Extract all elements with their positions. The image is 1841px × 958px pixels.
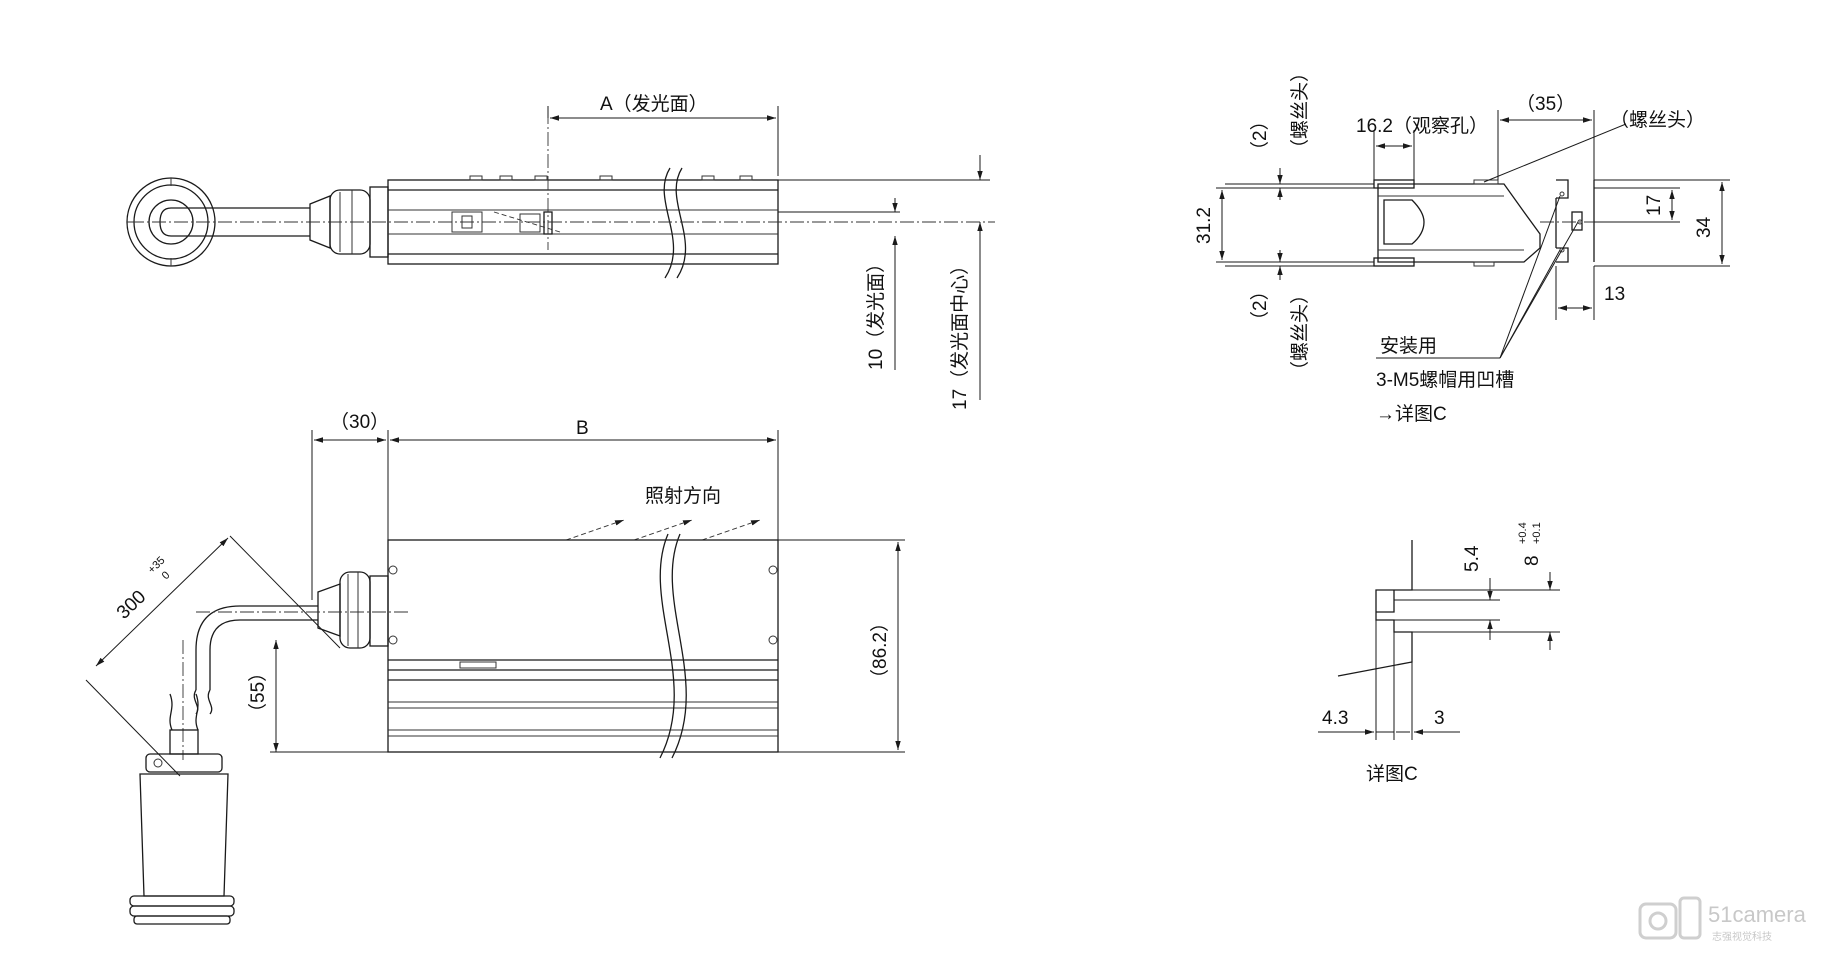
dim-34: 34 xyxy=(1594,179,1730,267)
label-dim-4-3: 4.3 xyxy=(1322,708,1348,729)
label-height-86-2: （86.2） xyxy=(869,613,891,688)
connector-plug xyxy=(129,729,235,925)
label-cable-30: （30） xyxy=(330,411,389,433)
label-dim-31-2: 31.2 xyxy=(1194,207,1215,244)
label-detail-c: 详图C xyxy=(1366,763,1418,785)
dim-17: 17 xyxy=(1594,187,1680,223)
break-line-front xyxy=(659,533,675,759)
dim-31-2: 31.2 xyxy=(1194,187,1374,263)
watermark-brand: 51camera xyxy=(1708,902,1807,927)
label-dim-34: 34 xyxy=(1694,216,1715,238)
housing-top xyxy=(387,175,779,265)
front-view: （30） B 照射方向 xyxy=(85,411,905,925)
label-cable-55: （55） xyxy=(247,663,269,722)
label-dim-3: 3 xyxy=(1434,708,1445,729)
dim-screw-head-left: （2） （螺丝头） （2） （螺丝头） xyxy=(1225,63,1374,380)
side-view: （2） （螺丝头） （2） （螺丝头） 31.2 16.2（观察孔） （35） xyxy=(1194,63,1730,425)
dim-13: 13 xyxy=(1555,266,1625,320)
dim-86-2: （86.2） xyxy=(778,539,905,753)
label-irradiation-direction: 照射方向 xyxy=(645,485,721,507)
watermark: 51camera 志强视觉科技 xyxy=(1638,896,1807,943)
top-bumps xyxy=(469,175,753,181)
mount-notes: 安装用 3-M5螺帽用凹槽 →详图C xyxy=(1376,195,1579,425)
label-screw-head-bottom-num: （2） xyxy=(1249,281,1271,330)
side-profile xyxy=(1373,179,1541,267)
top-view: A（发光面） 10（发光面） 17（发光面中心） xyxy=(126,93,995,410)
label-emitting-face-a: A（发光面） xyxy=(600,93,708,115)
dim-30-b: （30） B xyxy=(311,411,779,600)
label-screw-head-top-txt: （螺丝头） xyxy=(1289,63,1311,158)
label-dim-35: （35） xyxy=(1516,93,1575,115)
label-tol-8-lower: +0.1 xyxy=(1531,522,1543,544)
dim-a: A（发光面） xyxy=(547,93,779,176)
label-mount-note-2: 3-M5螺帽用凹槽 xyxy=(1376,369,1514,391)
callout-screw-head: （螺丝头） xyxy=(1483,109,1705,183)
label-dim-17: 17 xyxy=(1644,195,1665,216)
label-length-b: B xyxy=(576,418,589,439)
dim-16-2: 16.2（观察孔） xyxy=(1356,115,1488,180)
detail-c: 5.4 8 +0.4 +0.1 4.3 3 详图C xyxy=(1318,522,1560,785)
label-emitting-face-10: 10（发光面） xyxy=(865,254,887,370)
label-mount-note-3: →详图C xyxy=(1376,403,1447,425)
break-line-top xyxy=(663,167,675,279)
dim-300: 300 +35 0 xyxy=(85,535,341,777)
cable-gland-front xyxy=(317,571,389,649)
label-screw-head-bottom-txt: （螺丝头） xyxy=(1289,285,1311,380)
label-dim-5-4: 5.4 xyxy=(1462,545,1483,572)
watermark-tagline: 志强视觉科技 xyxy=(1712,930,1772,943)
irradiation-arrows: 照射方向 xyxy=(565,485,761,541)
label-dim-13: 13 xyxy=(1604,284,1625,305)
label-tol-8-upper: +0.4 xyxy=(1517,522,1529,544)
housing-front xyxy=(387,539,779,753)
label-dim-8: 8 xyxy=(1522,555,1543,566)
watermark-logo-icon xyxy=(1638,896,1702,940)
label-dim-16-2: 16.2（观察孔） xyxy=(1356,115,1488,137)
cable-front xyxy=(169,605,410,760)
label-cable-300: 300 xyxy=(113,586,150,623)
dim-10-17: 10（发光面） 17（发光面中心） xyxy=(778,155,990,410)
label-screw-head-callout: （螺丝头） xyxy=(1610,109,1705,131)
dim-35: （35） xyxy=(1497,93,1595,180)
label-emitting-center-17: 17（发光面中心） xyxy=(949,256,971,410)
dim-55: （55） xyxy=(247,640,388,753)
label-tol-300-lower: 0 xyxy=(160,569,173,582)
label-mount-note-1: 安装用 xyxy=(1380,335,1437,357)
label-screw-head-top-num: （2） xyxy=(1249,111,1271,160)
